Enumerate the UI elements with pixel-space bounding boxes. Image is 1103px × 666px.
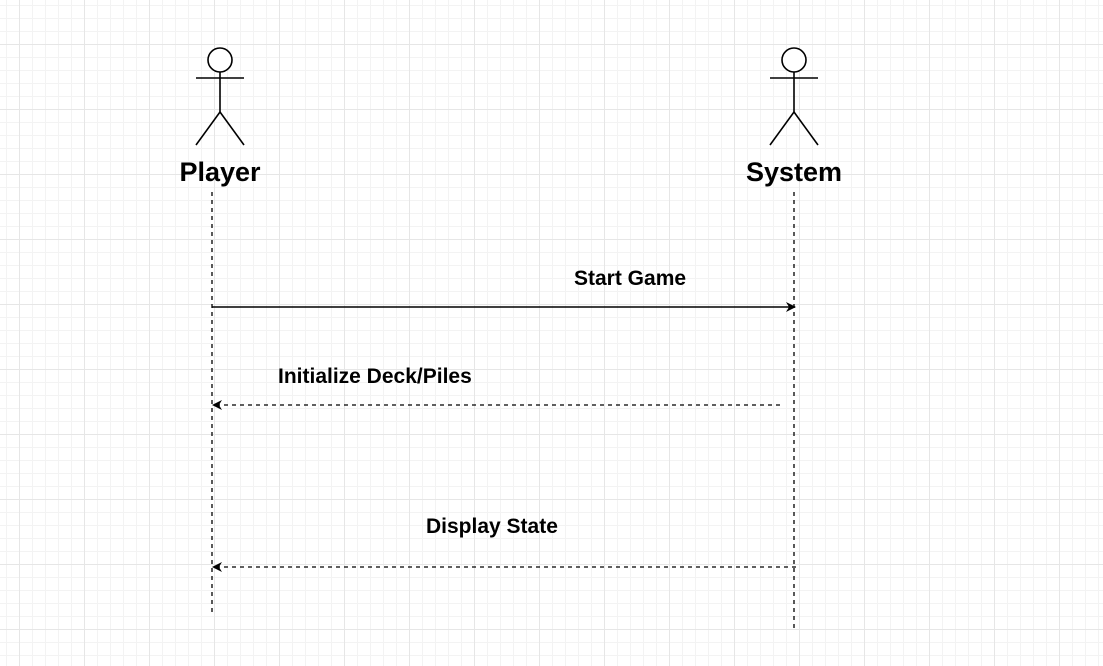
initialize-deck-label[interactable]: Initialize Deck/Piles: [278, 365, 472, 388]
start-game-label[interactable]: Start Game: [574, 267, 687, 290]
system-actor-icon[interactable]: [769, 47, 819, 146]
player-label[interactable]: Player: [179, 157, 261, 187]
system-label[interactable]: System: [745, 157, 843, 187]
player-actor-icon[interactable]: [195, 47, 245, 146]
display-state-label[interactable]: Display State: [426, 515, 558, 538]
